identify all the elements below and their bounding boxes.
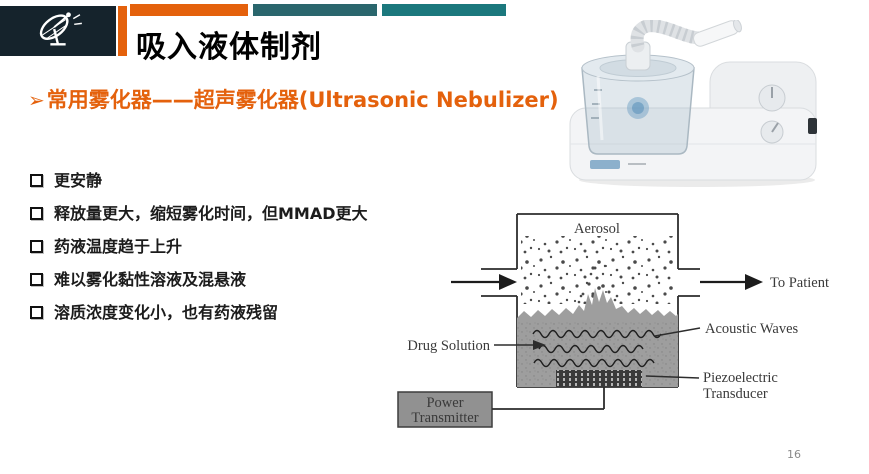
diagram-label-transducer: Transducer [703, 386, 768, 402]
logo [0, 6, 116, 56]
diagram-label-aerosol: Aerosol [574, 221, 620, 237]
section-heading: ➢ 常用雾化器——超声雾化器(Ultrasonic Nebulizer) [28, 84, 559, 114]
diagram-label-acoustic-waves: Acoustic Waves [705, 321, 799, 337]
square-bullet-icon [30, 306, 43, 319]
diagram-label-power: Power [426, 395, 463, 411]
list-item-text: 药液温度趋于上升 [54, 237, 183, 256]
diagram-label-piezoelectric: Piezoelectric [703, 370, 778, 386]
arrow-bullet-icon: ➢ [28, 88, 45, 112]
list-item-text: 更安静 [54, 171, 103, 190]
drug-solution-arrow [494, 340, 546, 350]
square-bullet-icon [30, 207, 43, 220]
list-item: 释放量更大，缩短雾化时间，但MMAD更大 [30, 203, 368, 224]
diagram-label-drug-solution: Drug Solution [407, 338, 490, 354]
top-bar-orange [130, 4, 248, 16]
acoustic-waves-pointer [654, 327, 701, 337]
page-title: 吸入液体制剂 [136, 30, 322, 65]
nebulizer-photo [569, 20, 817, 187]
square-bullet-icon [30, 273, 43, 286]
transducer-pointer [645, 375, 700, 379]
diagram-label-transmitter: Transmitter [411, 410, 478, 426]
list-item-text: 释放量更大，缩短雾化时间，但MMAD更大 [54, 204, 368, 223]
nebulizer-diagram: Aerosol To Patient Drug Solution Acousti… [397, 213, 829, 428]
inlet-arrow [451, 274, 517, 290]
power-transmitter-box [397, 391, 493, 428]
list-item: 溶质浓度变化小，也有药液残留 [30, 302, 368, 323]
square-bullet-icon [30, 240, 43, 253]
bullet-list: 更安静 释放量更大，缩短雾化时间，但MMAD更大 药液温度趋于上升 难以雾化黏性… [30, 170, 368, 335]
power-wire [492, 387, 605, 410]
list-item: 更安静 [30, 170, 368, 191]
section-heading-text: 常用雾化器——超声雾化器(Ultrasonic Nebulizer) [46, 88, 559, 112]
satellite-dish-icon [39, 12, 82, 46]
list-item: 难以雾化黏性溶液及混悬液 [30, 269, 368, 290]
page-number: 16 [787, 448, 801, 461]
list-item-text: 难以雾化黏性溶液及混悬液 [54, 270, 247, 289]
top-bar-teal-1 [253, 4, 377, 16]
mouthpiece [693, 20, 742, 47]
square-bullet-icon [30, 174, 43, 187]
list-item-text: 溶质浓度变化小，也有药液残留 [54, 303, 279, 322]
aerosol-dots [521, 236, 673, 304]
list-item: 药液温度趋于上升 [30, 236, 368, 257]
top-bar-teal-2 [382, 4, 506, 16]
diagram-label-to-patient: To Patient [770, 275, 829, 291]
accent-vertical-bar [118, 6, 127, 56]
to-patient-arrow [700, 274, 763, 290]
acoustic-waves-lines [532, 329, 662, 368]
